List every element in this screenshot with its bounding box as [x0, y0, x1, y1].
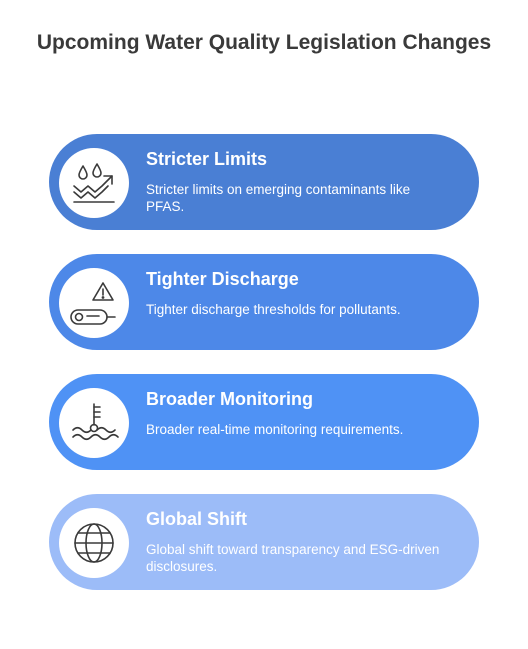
card-stricter-limits: Stricter Limits Stricter limits on emerg…: [49, 134, 479, 230]
card-title: Broader Monitoring: [146, 389, 313, 409]
card-title: Tighter Discharge: [146, 269, 299, 289]
icon-badge: [59, 148, 129, 218]
card-description: Stricter limits on emerging contaminants…: [146, 182, 411, 214]
card-title: Stricter Limits: [146, 149, 268, 169]
card-broader-monitoring: Broader Monitoring Broader real-time mon…: [49, 374, 479, 470]
icon-badge: [59, 508, 129, 578]
thermometer-water-icon: [72, 403, 119, 441]
card-description: Global shift toward transparency and ESG…: [146, 542, 440, 574]
card-description: Tighter discharge thresholds for polluta…: [146, 302, 401, 317]
card-description: Broader real-time monitoring requirement…: [146, 422, 404, 437]
icon-badge: [59, 268, 129, 338]
card-title: Global Shift: [146, 509, 247, 529]
card-global-shift: Global Shift Global shift toward transpa…: [49, 494, 479, 590]
icon-badge: [59, 388, 129, 458]
water-drops-trend-icon: [73, 163, 115, 203]
page-title: Upcoming Water Quality Legislation Chang…: [36, 31, 492, 54]
globe-icon: [74, 523, 114, 563]
warning-pipe-icon: [70, 282, 116, 325]
card-tighter-discharge: Tighter Discharge Tighter discharge thre…: [49, 254, 479, 350]
